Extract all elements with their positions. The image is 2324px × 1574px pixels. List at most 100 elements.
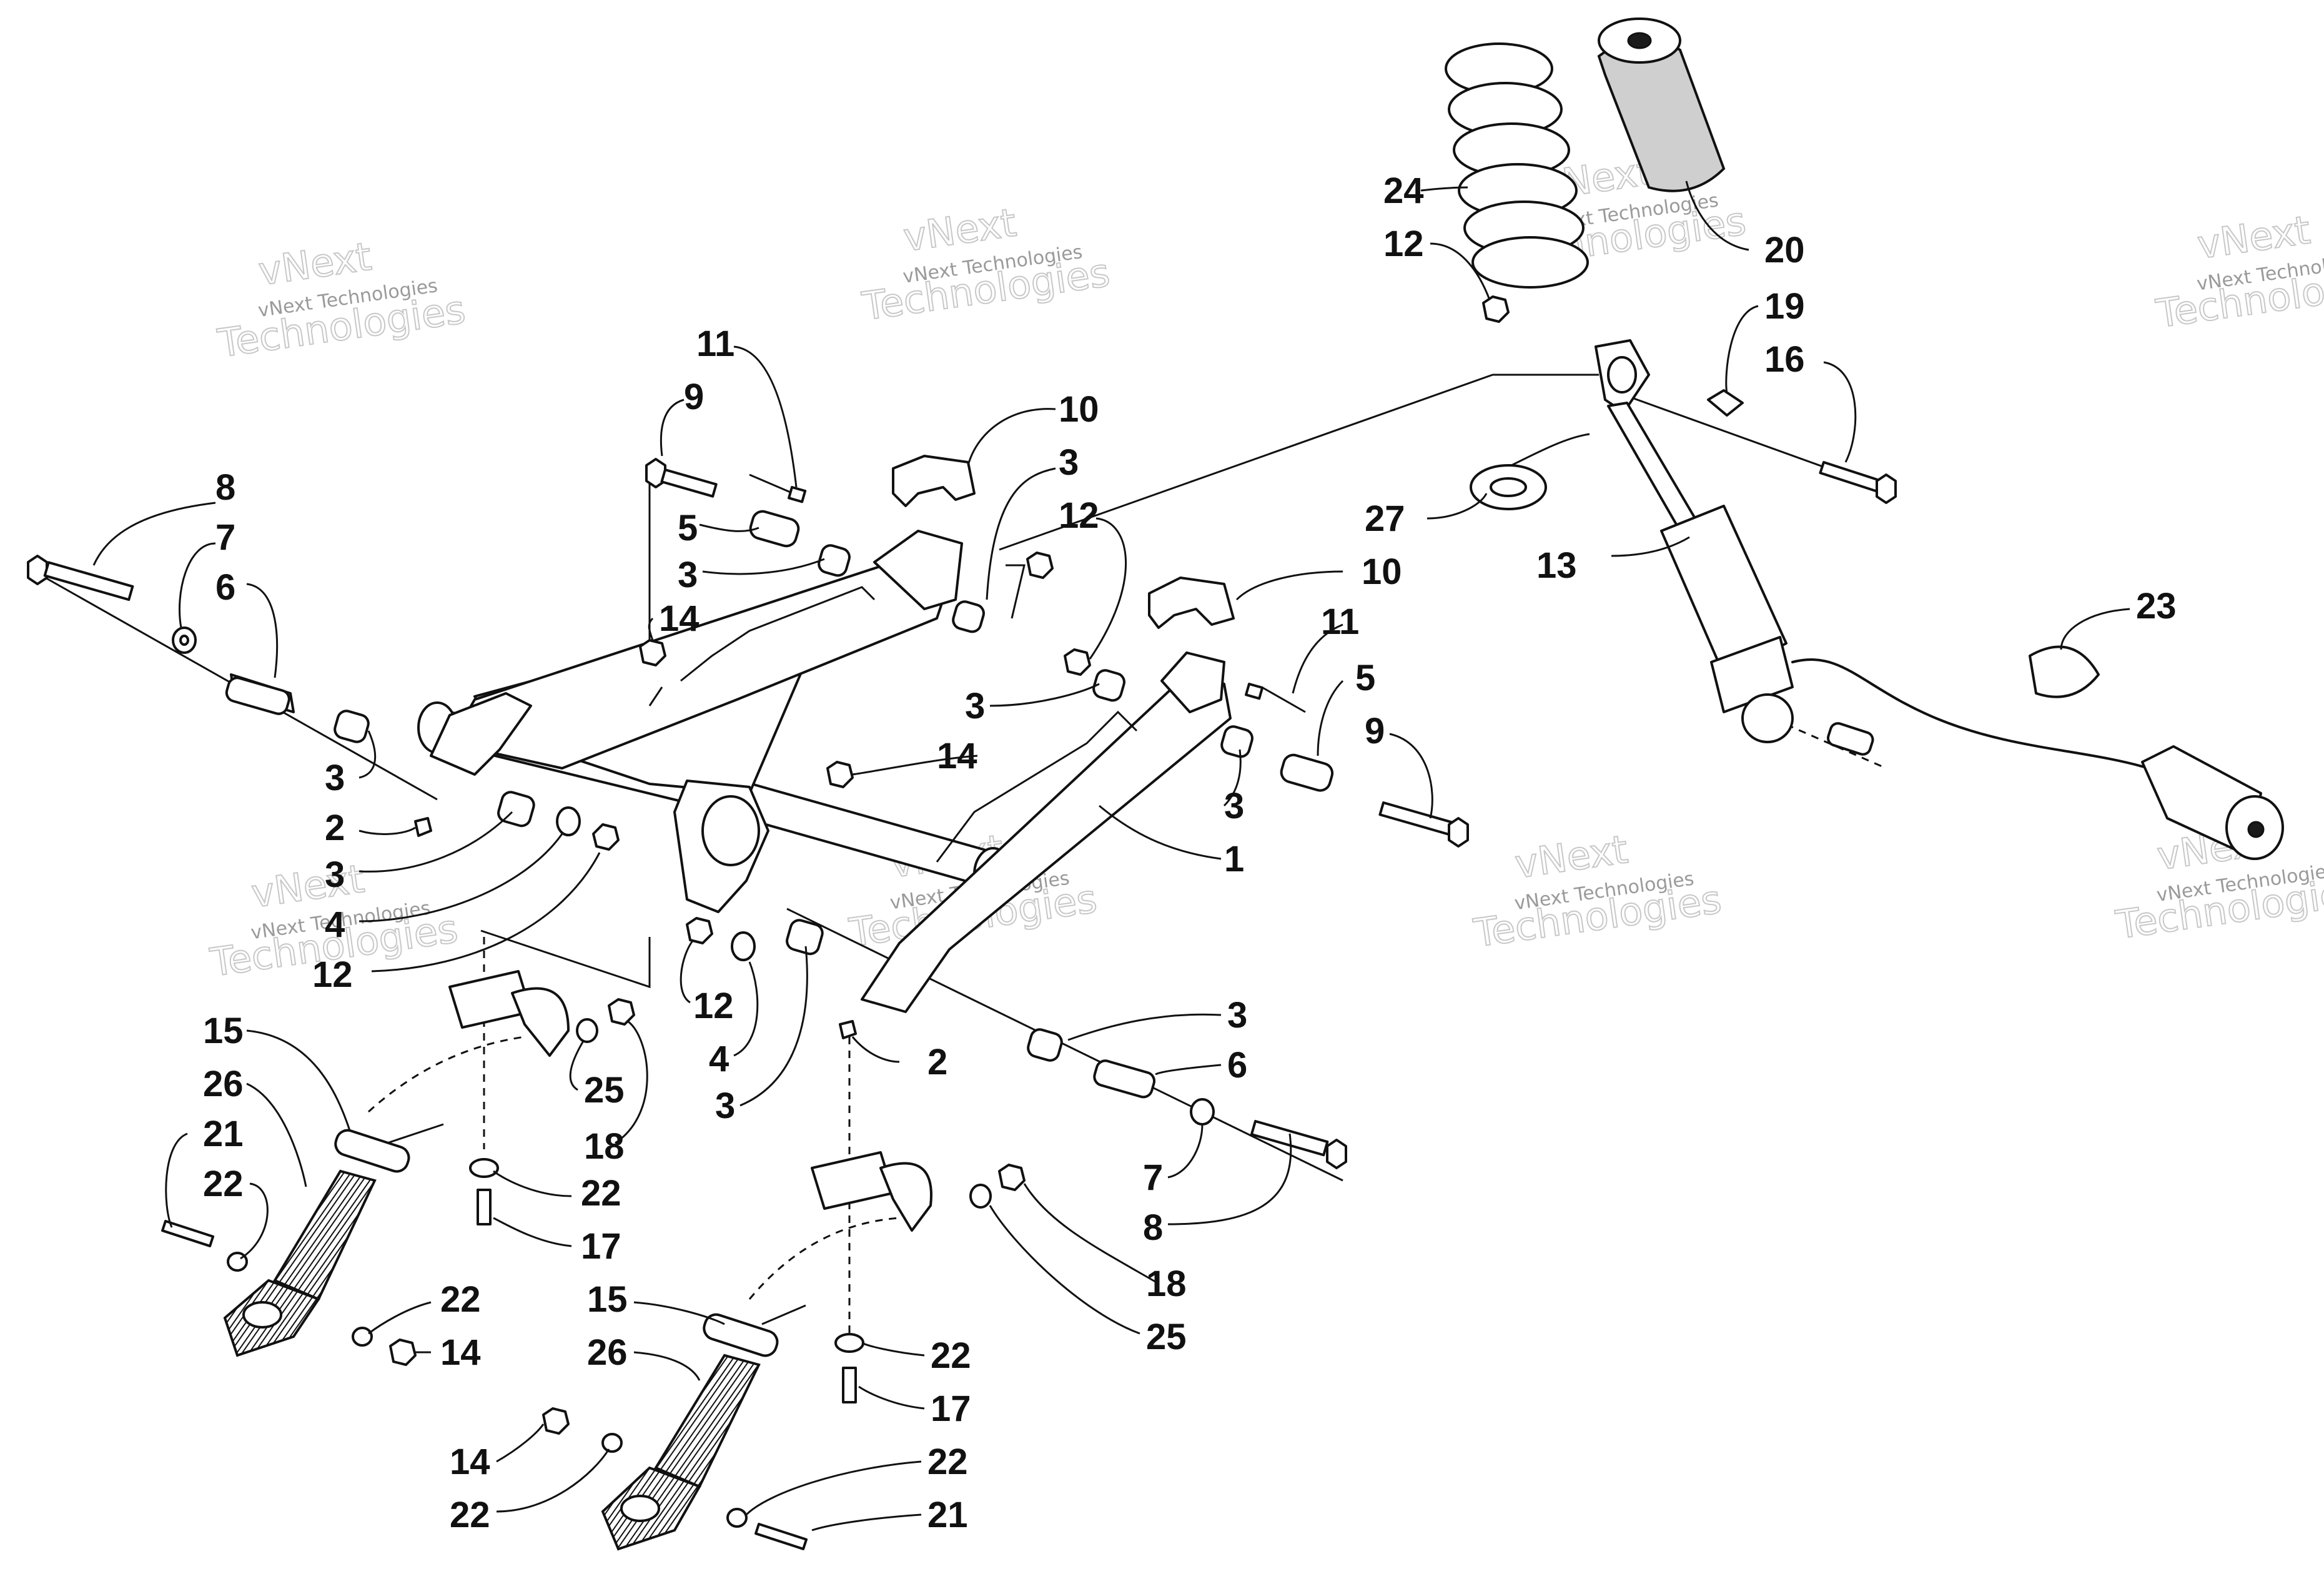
watermark-prefix: vNext xyxy=(2195,207,2313,267)
callout-22: 22 xyxy=(450,1495,490,1535)
strap-outline xyxy=(367,1036,525,1113)
callout-26: 26 xyxy=(587,1332,628,1373)
sleeve xyxy=(749,510,800,548)
footrest-right xyxy=(542,1151,1026,1551)
leader-12c xyxy=(680,939,695,1004)
callout-26: 26 xyxy=(203,1064,244,1104)
center-bracket-bore xyxy=(701,795,760,866)
callout-25: 25 xyxy=(584,1070,625,1111)
washer xyxy=(352,1327,373,1347)
leader-19 xyxy=(1725,305,1759,394)
cotter-pin xyxy=(749,473,794,495)
callout-22: 22 xyxy=(927,1442,968,1482)
leader-18a xyxy=(615,1020,648,1144)
callout-22: 22 xyxy=(440,1279,481,1320)
callout-9: 9 xyxy=(1365,711,1385,751)
callout-12: 12 xyxy=(312,954,353,995)
shock-eye-bore xyxy=(1607,356,1637,394)
washer xyxy=(969,1184,992,1209)
callout-2: 2 xyxy=(325,808,345,848)
sleeve xyxy=(1280,753,1334,792)
grease-fitting xyxy=(414,817,432,837)
leader-5a xyxy=(699,523,759,532)
leader-22e xyxy=(496,1448,610,1513)
leader-6a xyxy=(246,583,279,678)
bushing xyxy=(818,544,851,577)
lower-arm-right xyxy=(861,673,1232,1013)
callout-3: 3 xyxy=(965,686,985,726)
callout-24: 24 xyxy=(1383,171,1424,211)
hose-clamp xyxy=(2029,645,2100,698)
leader-27 xyxy=(1427,433,1590,520)
footpad xyxy=(273,1169,377,1301)
leader-2a xyxy=(358,826,416,835)
callout-4: 4 xyxy=(325,904,345,945)
callout-13: 13 xyxy=(1536,545,1577,586)
bushing xyxy=(1027,1028,1063,1062)
axis-line-shock-pin xyxy=(1786,723,1887,770)
leader-8a xyxy=(92,502,216,566)
leader-5b xyxy=(1317,680,1344,756)
washer xyxy=(576,1018,598,1043)
callout-12: 12 xyxy=(1059,495,1099,536)
hardware-right xyxy=(686,577,1469,1169)
shock-body xyxy=(1660,505,1788,676)
nut xyxy=(826,761,854,788)
bolt-head xyxy=(1876,473,1897,504)
callout-14: 14 xyxy=(659,598,700,639)
leader-20 xyxy=(1685,181,1749,251)
pad-strap xyxy=(879,1162,932,1232)
washer xyxy=(834,1333,864,1353)
nut xyxy=(686,917,713,944)
callout-7: 7 xyxy=(215,517,235,558)
callout-labels: 8 7 6 3 2 3 4 12 11 9 5 3 14 10 3 12 10 … xyxy=(203,171,2177,1535)
leader-3d xyxy=(986,467,1056,600)
bolt-shank xyxy=(1819,461,1882,493)
leader-3b xyxy=(358,811,513,873)
footpad-slot xyxy=(620,1495,660,1522)
leader-22a xyxy=(240,1182,269,1260)
bolt-head xyxy=(1326,1139,1347,1169)
nut xyxy=(1026,552,1054,579)
leader-14a xyxy=(648,617,654,641)
bolt-shank xyxy=(660,468,718,498)
callout-15: 15 xyxy=(587,1279,628,1320)
leader-9a xyxy=(660,398,685,457)
shock-assembly xyxy=(1445,17,2284,860)
callout-11: 11 xyxy=(1321,601,1359,642)
callout-3: 3 xyxy=(678,555,698,595)
grease-fitting xyxy=(839,1020,857,1039)
leader-7a xyxy=(179,542,216,628)
bumper-cap xyxy=(892,455,976,507)
nut xyxy=(592,823,620,851)
loop-screw xyxy=(761,1304,806,1325)
nut xyxy=(389,1339,417,1366)
leader-lines xyxy=(92,181,2130,1532)
leader-18b xyxy=(1023,1183,1159,1285)
leader-12d xyxy=(1430,242,1491,300)
leader-3c xyxy=(702,558,825,575)
callout-6: 6 xyxy=(215,567,235,608)
upper-arm-head xyxy=(873,530,963,610)
leader-3e xyxy=(989,683,1100,707)
callout-8: 8 xyxy=(215,467,235,508)
bolt xyxy=(161,1220,215,1247)
callout-18: 18 xyxy=(584,1126,625,1167)
bolt xyxy=(842,1367,857,1403)
pad-bracket xyxy=(811,1151,894,1210)
nut xyxy=(542,1407,570,1435)
leader-17b xyxy=(858,1385,925,1410)
callout-12: 12 xyxy=(693,986,734,1026)
callout-3: 3 xyxy=(1059,442,1079,483)
callout-22: 22 xyxy=(203,1164,244,1204)
strap-outline xyxy=(748,1217,900,1300)
callout-5: 5 xyxy=(1355,658,1375,698)
callout-3: 3 xyxy=(325,854,345,895)
pin-head xyxy=(788,486,807,503)
axis-line-bracket-left xyxy=(480,929,651,989)
callout-15: 15 xyxy=(203,1011,244,1051)
shock-rod xyxy=(1607,402,1700,532)
leader-17a xyxy=(493,1217,572,1247)
callout-3: 3 xyxy=(1227,995,1247,1036)
